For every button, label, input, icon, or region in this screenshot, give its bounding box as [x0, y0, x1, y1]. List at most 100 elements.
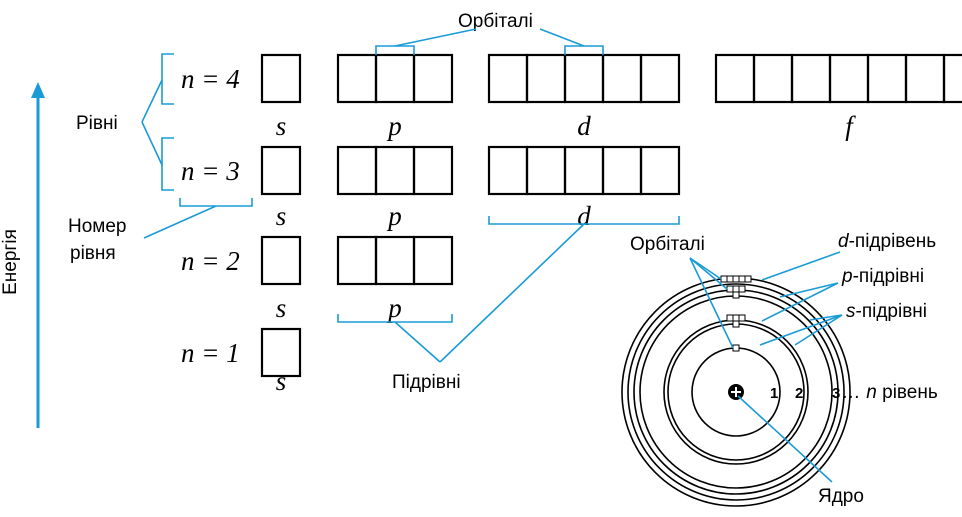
bracket-n3 [161, 137, 174, 191]
orbitals-label-top: Орбіталі [458, 11, 533, 32]
level-rows: n = 4 s p d f n = 3 s p d n = 2 s p n = 1 s [181, 53, 962, 396]
orbital-box [336, 235, 378, 286]
sublevel-p: p [336, 235, 454, 323]
mini-orbital [732, 275, 740, 283]
s-sublevels-connector-3 [759, 314, 843, 346]
sublevel-letter: s [276, 201, 287, 231]
orbital-bracket-d [564, 45, 604, 55]
orbitals-label-atom: Орбіталі [630, 234, 705, 255]
sublevel-f: f [714, 53, 962, 141]
energy-arrow-head [31, 82, 45, 98]
orbital-box [904, 53, 946, 104]
sublevel-s: s [260, 327, 302, 396]
sublevel-letter: p [386, 293, 402, 323]
orbital-box [942, 53, 962, 104]
levels-connector-1 [141, 79, 163, 123]
mini-orbital [732, 285, 740, 293]
orbital-box [336, 145, 378, 196]
level-n-label: n = 1 [181, 338, 240, 368]
sublevels-connector-p [394, 321, 441, 363]
orbital-box [374, 145, 416, 196]
orbital-box [525, 145, 567, 196]
orbital-box [639, 53, 681, 104]
ring-number-1: 1 [770, 385, 778, 402]
ring-number-3: 3 [832, 385, 840, 402]
orbital-box [563, 53, 605, 104]
p-sublevels-connector-2 [761, 282, 839, 322]
orbital-box [487, 145, 529, 196]
orbital-box [828, 53, 870, 104]
level-number-connector [143, 205, 217, 239]
orbit-ring-4c [627, 283, 845, 501]
level-n-label: n = 4 [181, 64, 240, 94]
nucleus-label: Ядро [818, 486, 864, 507]
mini-orbital [738, 275, 746, 283]
nucleus-connector [737, 395, 833, 483]
level-row: n = 1 s [181, 327, 302, 396]
orbital-box [260, 327, 302, 378]
sublevel-letter: f [845, 111, 856, 141]
orbital-box [260, 53, 302, 104]
sublevel-p: p [336, 53, 454, 141]
orbital-box [260, 145, 302, 196]
s-sublevels-label: s-підрівні [846, 301, 927, 322]
orbital-box [260, 235, 302, 286]
sublevel-p: p [336, 145, 454, 231]
sublevel-letter: s [276, 366, 287, 396]
orbitals-connector-d [539, 28, 585, 47]
left-annotations: Рівні Номер рівня Орбіталі Підрівні [68, 11, 680, 393]
mini-orbital [726, 285, 734, 293]
orbital-box [639, 145, 681, 196]
orbital-box [752, 53, 794, 104]
orbital-box [866, 53, 908, 104]
sublevel-s: s [260, 145, 302, 231]
level-number-bracket [179, 198, 253, 207]
sublevel-s: s [260, 53, 302, 141]
level-number-label-line1: Номер [68, 216, 126, 237]
levels-label: Рівні [76, 113, 118, 134]
d-sublevel-connector [761, 251, 841, 281]
sublevel-letter: d [577, 111, 591, 141]
mini-orbital [732, 314, 740, 322]
orbital-box [336, 53, 378, 104]
mini-orbital [732, 320, 740, 328]
orbitals-connector-p [394, 28, 477, 47]
level-n-label: n = 2 [181, 246, 240, 276]
mini-orbital [738, 314, 746, 322]
orbital-box [374, 53, 416, 104]
mini-orbital [744, 275, 752, 283]
sublevel-d: d [487, 53, 681, 141]
energy-label: Енергія [0, 229, 21, 295]
mini-orbital [720, 275, 728, 283]
orbital-box [714, 53, 756, 104]
orbital-box [412, 53, 454, 104]
mini-orbital [726, 314, 734, 322]
mini-orbital [738, 285, 746, 293]
orbital-box [601, 145, 643, 196]
orbital-box [601, 53, 643, 104]
levels-connector-2 [141, 121, 163, 166]
sublevel-letter: d [577, 201, 591, 231]
sublevels-label: Підрівні [392, 372, 461, 393]
mini-orbital [732, 344, 740, 352]
orbital-bracket-p [375, 45, 415, 55]
d-sublevel-label: d-підрівень [838, 231, 936, 252]
sublevel-s: s [260, 235, 302, 323]
energy-axis: Енергія [0, 82, 45, 428]
p-sublevels-label: p-підрівні [841, 266, 924, 287]
sublevel-letter: p [386, 201, 402, 231]
bracket-n4 [161, 53, 174, 105]
sublevel-letter: p [386, 111, 402, 141]
sublevel-letter: s [276, 111, 287, 141]
level-row: n = 3 s p d [181, 145, 681, 231]
orbitals-atom-connector-2 [689, 257, 728, 290]
orbital-box [525, 53, 567, 104]
p-sublevels-connector-1 [779, 282, 839, 298]
atom-diagram: 1 2 3 … n рівень Орбіталі d-підрівень p-… [621, 231, 938, 507]
orbitals-atom-connector-3 [689, 257, 734, 349]
level-number-label-line2: рівня [70, 243, 116, 264]
orbital-box [412, 235, 454, 286]
level-n-label: … n рівень [842, 382, 938, 403]
mini-orbital [732, 291, 740, 299]
level-n-label: n = 3 [181, 156, 240, 186]
